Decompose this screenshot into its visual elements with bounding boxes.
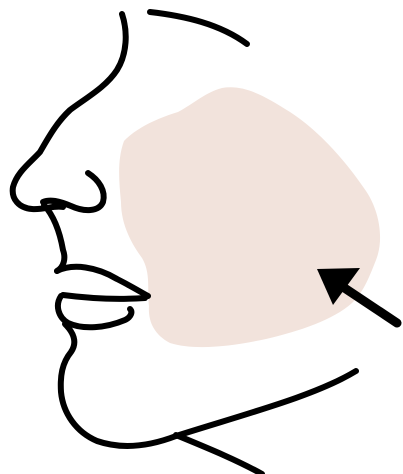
nose-outline [13, 14, 126, 209]
neck-outline [176, 435, 262, 474]
cheek-highlight-area [119, 87, 380, 347]
chin-outline [61, 324, 176, 446]
upper-lip [57, 267, 148, 296]
philtrum-outline [44, 205, 64, 271]
mouth-line [63, 295, 145, 299]
jawline [176, 371, 356, 436]
head-outline [150, 12, 247, 44]
